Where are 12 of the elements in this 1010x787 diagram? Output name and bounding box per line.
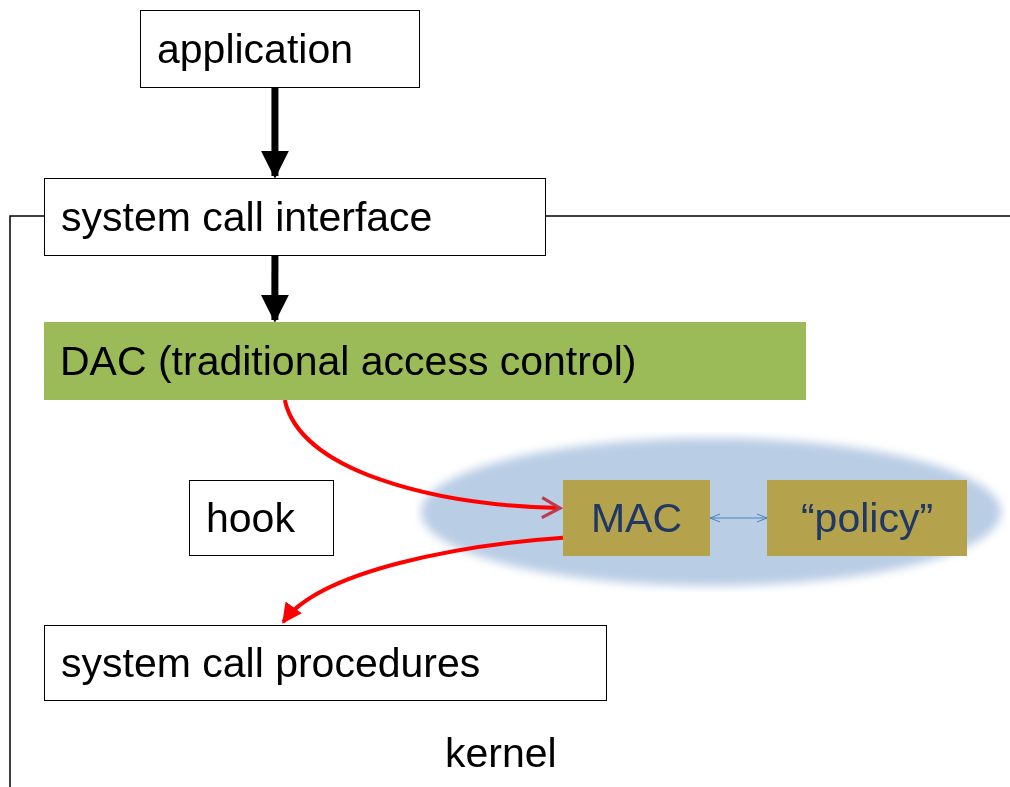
process-box: hook bbox=[189, 480, 334, 556]
process-box: system call procedures bbox=[44, 625, 607, 701]
component-box: MAC bbox=[563, 480, 710, 556]
process-box: application bbox=[140, 10, 420, 88]
region-label: kernel bbox=[445, 730, 557, 777]
arrow bbox=[709, 513, 768, 523]
component-box: DAC (traditional access control) bbox=[44, 322, 806, 400]
arrow bbox=[282, 399, 562, 519]
process-box: system call interface bbox=[44, 178, 546, 256]
component-box: “policy” bbox=[767, 480, 967, 556]
arrow bbox=[260, 88, 289, 179]
arrow bbox=[260, 256, 289, 323]
